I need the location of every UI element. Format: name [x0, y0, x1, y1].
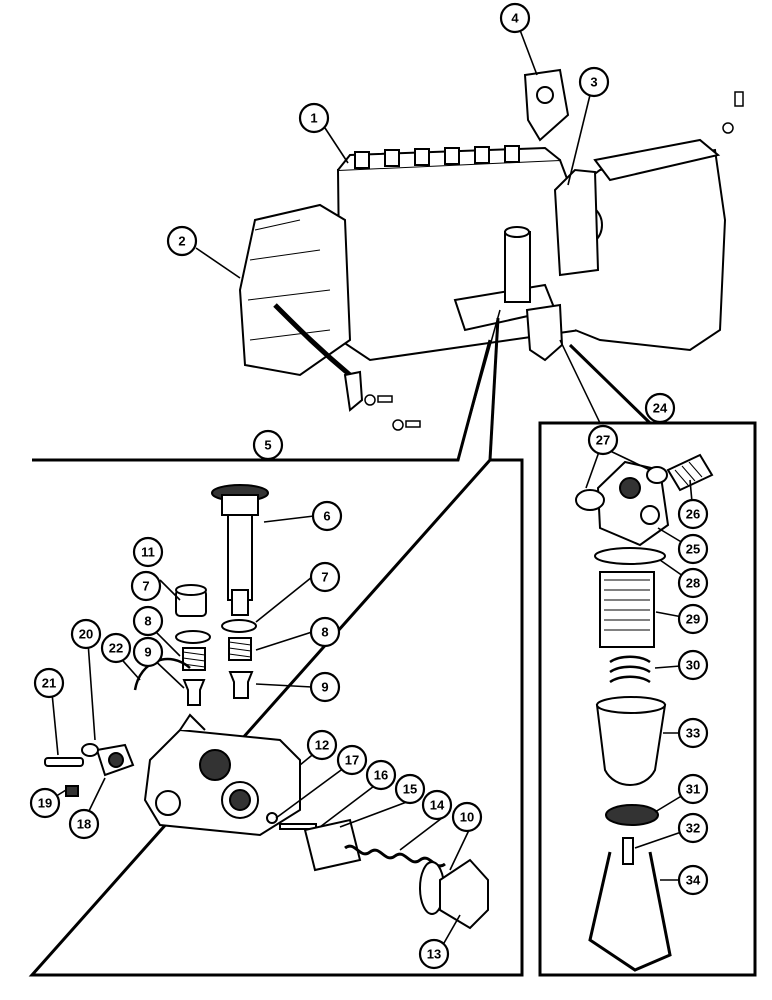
svg-text:22: 22: [109, 641, 123, 656]
callout-4: 4: [499, 2, 531, 34]
svg-text:12: 12: [315, 738, 329, 753]
fuel-filter-detail-box: [538, 421, 757, 977]
svg-text:26: 26: [686, 507, 700, 522]
callout-16: 16: [365, 759, 397, 791]
callout-31: 31: [677, 773, 709, 805]
callout-9b: 9: [309, 671, 341, 703]
callout-34: 34: [677, 864, 709, 896]
svg-text:15: 15: [403, 782, 417, 797]
callout-9a: 9: [132, 636, 164, 668]
svg-text:19: 19: [38, 796, 52, 811]
callout-28: 28: [677, 567, 709, 599]
callout-1: 1: [298, 102, 330, 134]
callout-27: 27: [587, 424, 619, 456]
svg-text:31: 31: [686, 782, 700, 797]
svg-text:28: 28: [686, 576, 700, 591]
callout-32: 32: [677, 812, 709, 844]
callout-7b: 7: [309, 561, 341, 593]
svg-text:4: 4: [511, 11, 519, 26]
svg-text:34: 34: [686, 873, 701, 888]
fuel-lift-pump-detail-box: [28, 339, 524, 977]
svg-text:9: 9: [144, 645, 151, 660]
callout-26: 26: [677, 498, 709, 530]
svg-text:18: 18: [77, 817, 91, 832]
svg-text:16: 16: [374, 768, 388, 783]
callout-12: 12: [306, 729, 338, 761]
svg-text:17: 17: [345, 753, 359, 768]
injection-pump-illustration: [238, 68, 744, 431]
svg-text:8: 8: [144, 614, 151, 629]
callout-11: 11: [132, 536, 164, 568]
svg-text:7: 7: [321, 570, 328, 585]
svg-text:10: 10: [460, 810, 474, 825]
callout-25: 25: [677, 533, 709, 565]
callout-30: 30: [677, 649, 709, 681]
svg-text:1: 1: [310, 111, 317, 126]
svg-text:33: 33: [686, 726, 700, 741]
svg-text:14: 14: [430, 798, 445, 813]
svg-text:24: 24: [653, 401, 668, 416]
callout-6: 6: [311, 500, 343, 532]
callout-33: 33: [677, 717, 709, 749]
svg-text:6: 6: [323, 509, 330, 524]
callouts: 1 2 3 4 5 6 7 7 8 8 9 9 10 11 12 13 14 1…: [29, 2, 709, 970]
svg-text:5: 5: [264, 438, 271, 453]
svg-text:32: 32: [686, 821, 700, 836]
callout-22: 22: [100, 632, 132, 664]
svg-text:2: 2: [178, 234, 185, 249]
callout-8a: 8: [132, 605, 164, 637]
svg-text:11: 11: [141, 545, 155, 560]
callout-8b: 8: [309, 616, 341, 648]
callout-20: 20: [70, 618, 102, 650]
callout-21: 21: [33, 667, 65, 699]
callout-2: 2: [166, 225, 198, 257]
callout-29: 29: [677, 603, 709, 635]
svg-text:13: 13: [427, 947, 441, 962]
callout-15: 15: [394, 773, 426, 805]
svg-text:27: 27: [596, 433, 610, 448]
callout-3: 3: [578, 66, 610, 98]
svg-text:20: 20: [79, 627, 93, 642]
svg-text:8: 8: [321, 625, 328, 640]
svg-text:29: 29: [686, 612, 700, 627]
callout-19: 19: [29, 787, 61, 819]
svg-text:3: 3: [590, 75, 597, 90]
leader-lines: [49, 29, 694, 951]
svg-text:7: 7: [142, 579, 149, 594]
callout-14: 14: [421, 789, 453, 821]
callout-5: 5: [252, 429, 284, 461]
callout-17: 17: [336, 744, 368, 776]
svg-text:9: 9: [321, 680, 328, 695]
primer-pump-part: [211, 484, 269, 616]
svg-text:25: 25: [686, 542, 700, 557]
svg-text:21: 21: [42, 676, 56, 691]
svg-text:30: 30: [686, 658, 700, 673]
callout-24: 24: [644, 392, 676, 424]
callout-7a: 7: [130, 570, 162, 602]
callout-13: 13: [418, 938, 450, 970]
callout-18: 18: [68, 808, 100, 840]
callout-10: 10: [451, 801, 483, 833]
